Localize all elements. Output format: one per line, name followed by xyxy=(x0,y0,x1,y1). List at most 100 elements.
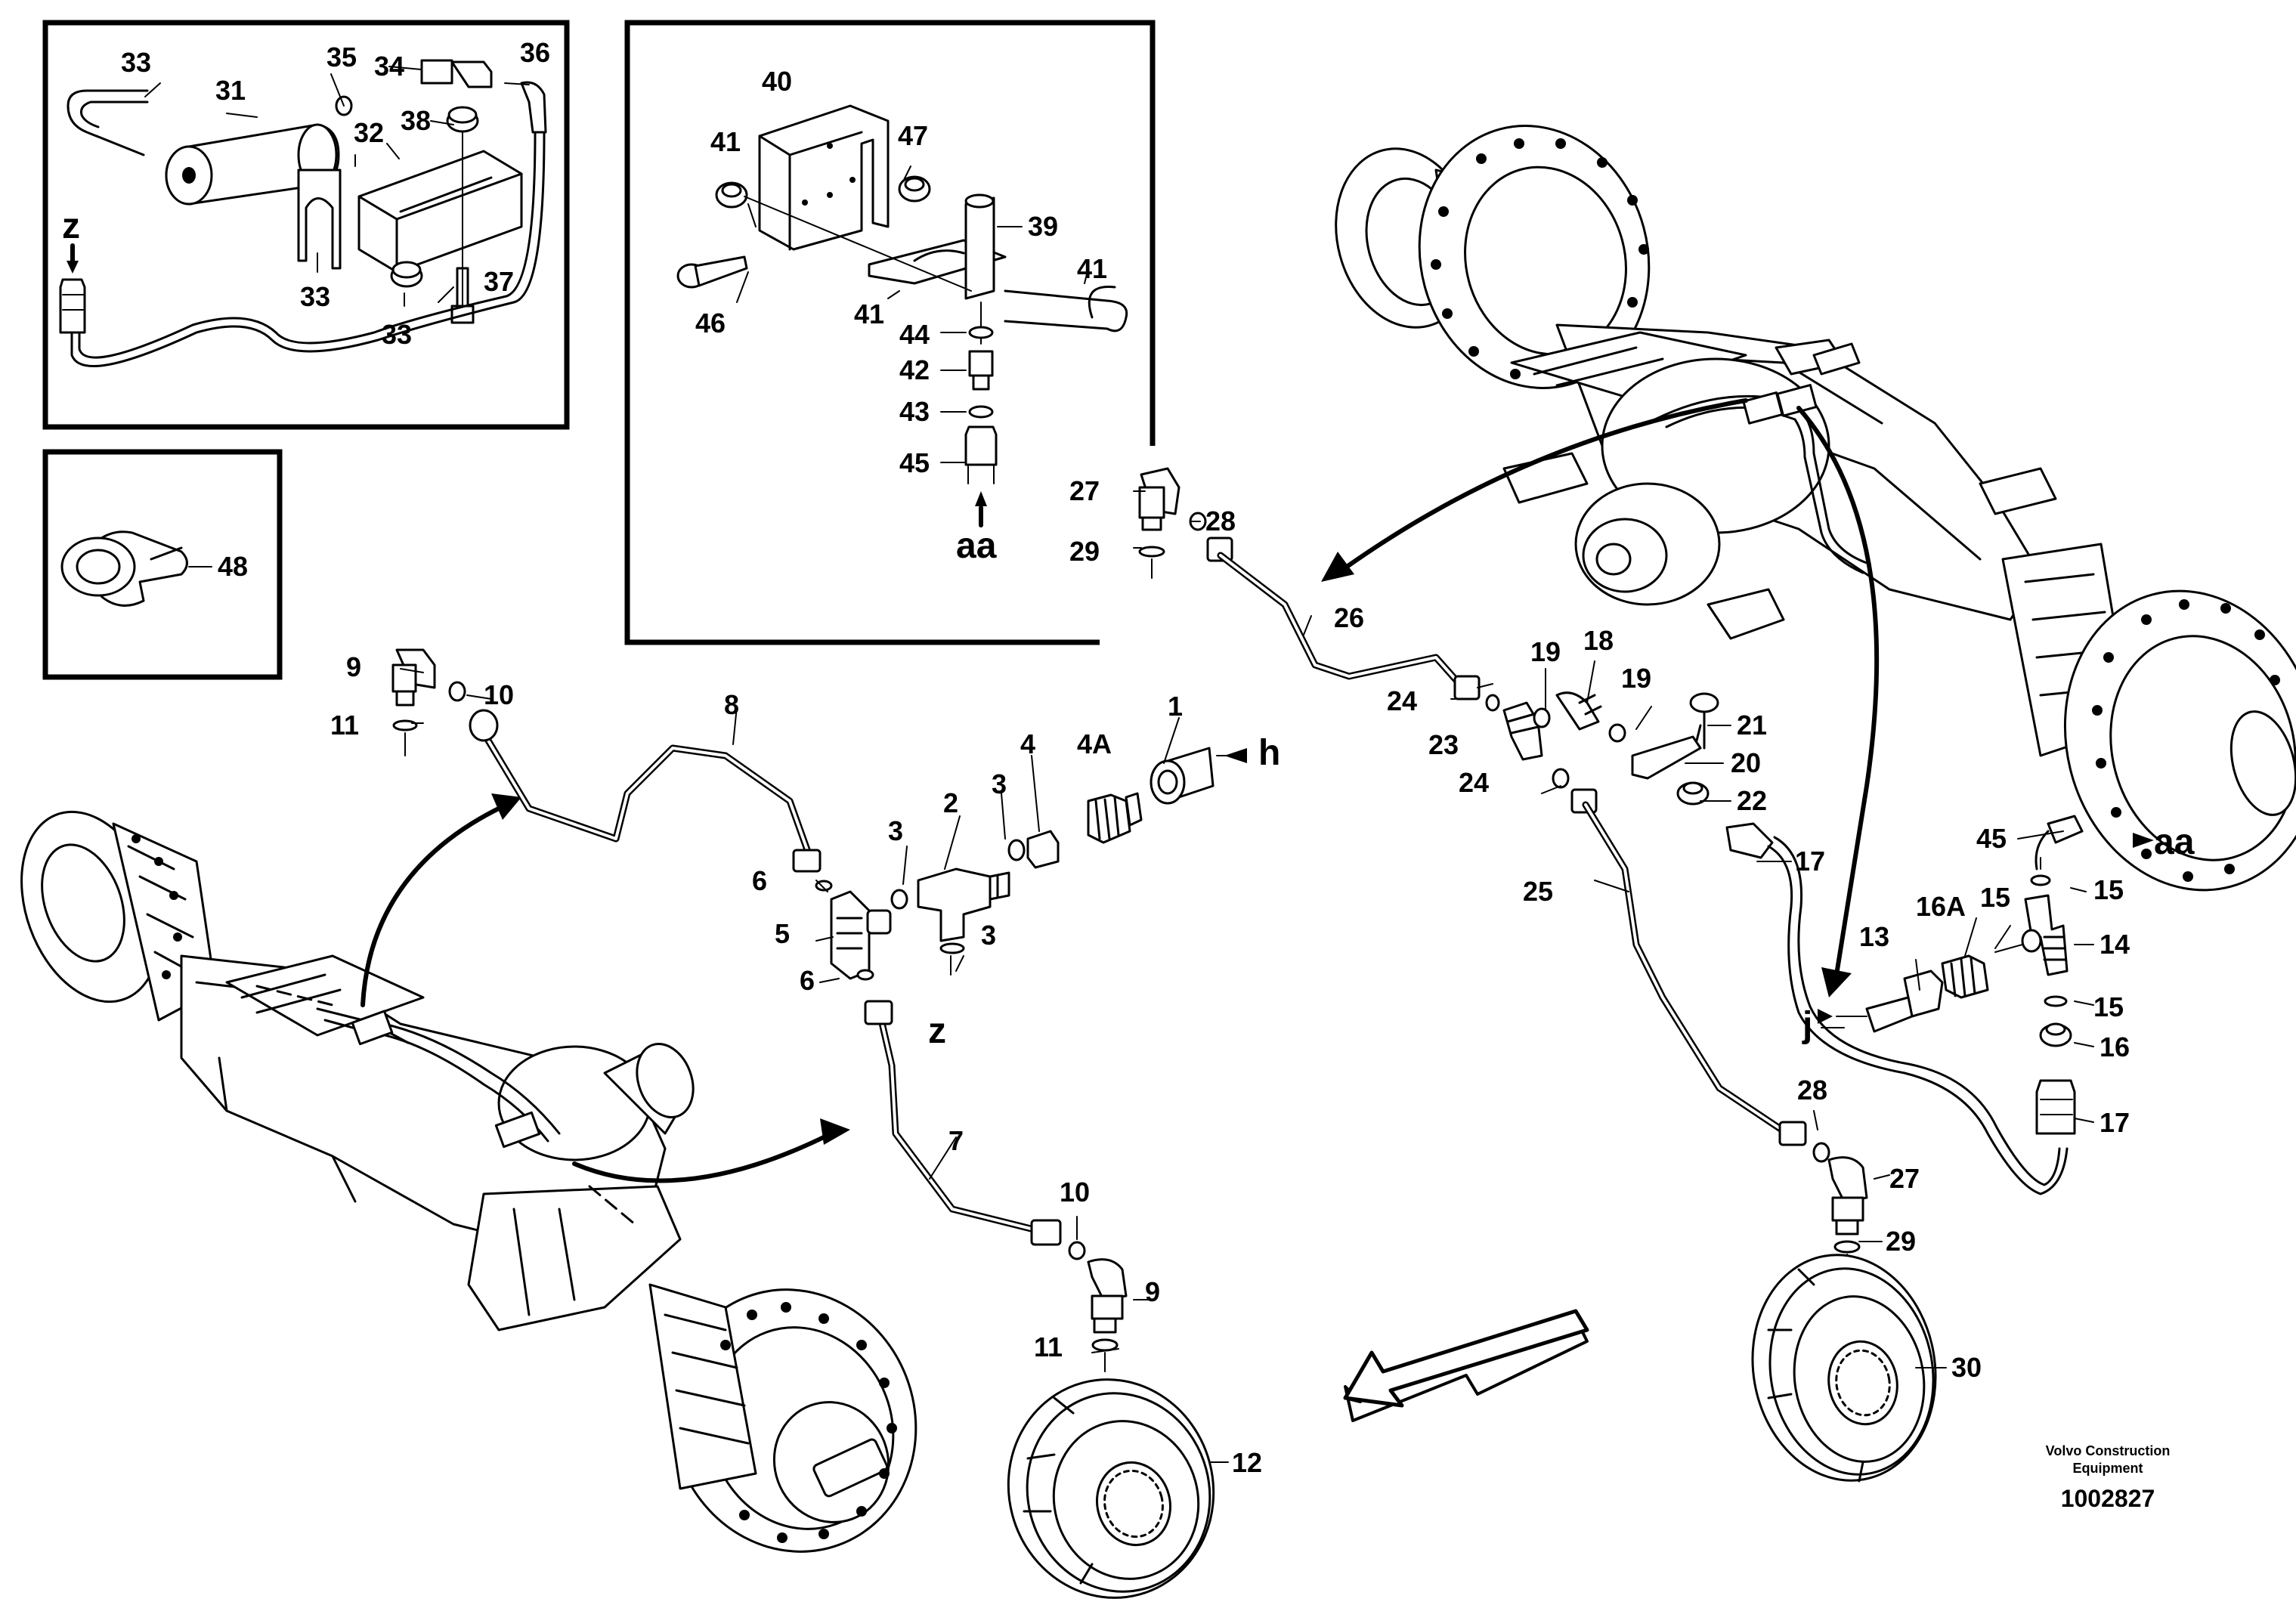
callout-17-top: 17 xyxy=(1795,846,1825,877)
callout-45: 45 xyxy=(1976,823,2007,854)
callout-20: 20 xyxy=(1731,747,1761,778)
callout-15-bottom: 15 xyxy=(2093,991,2124,1022)
callout-2: 2 xyxy=(943,787,958,818)
detail-clip-parts xyxy=(60,530,212,607)
callout-11-top: 11 xyxy=(330,710,359,741)
mark-z: z xyxy=(928,1011,946,1051)
callout-5: 5 xyxy=(775,918,790,949)
callout-9-top: 9 xyxy=(346,651,361,682)
arrow-aa-pointer xyxy=(2133,833,2154,848)
callout-42: 42 xyxy=(899,354,930,385)
callout-27-top: 27 xyxy=(1069,475,1100,506)
callout-24-bottom: 24 xyxy=(1459,767,1489,798)
callout-6-bottom: 6 xyxy=(800,965,815,996)
callout-15-mid: 15 xyxy=(1980,882,2010,913)
callout-41-plate: 41 xyxy=(854,298,884,329)
brand-line-1: Volvo Construction xyxy=(2046,1443,2171,1458)
mark-j: j xyxy=(1802,1005,1812,1045)
callout-10-bottom: 10 xyxy=(1060,1177,1090,1208)
callout-13: 13 xyxy=(1859,921,1889,952)
front-brake-disc xyxy=(1007,1378,1215,1599)
callout-35: 35 xyxy=(326,42,357,73)
callout-41-nut: 41 xyxy=(710,126,741,157)
detail-box-clip xyxy=(42,449,283,680)
rear-brake-disc xyxy=(1751,1254,1937,1483)
arrow-to-pipe-8 xyxy=(360,802,509,1007)
callout-4: 4 xyxy=(1020,728,1035,759)
callout-23: 23 xyxy=(1428,729,1459,760)
callout-21: 21 xyxy=(1737,710,1767,741)
arrowhead-7 xyxy=(820,1118,850,1145)
callout-33: 33 xyxy=(121,47,151,78)
callout-24-top: 24 xyxy=(1387,685,1417,716)
callout-29-top: 29 xyxy=(1069,536,1100,567)
callout-26: 26 xyxy=(1334,602,1364,633)
callout-40: 40 xyxy=(762,66,792,97)
brand-line-2: Equipment xyxy=(2073,1461,2143,1476)
arrow-to-pipe-7 xyxy=(572,1131,834,1183)
front-brake-piping xyxy=(391,648,1247,1372)
callout-36: 36 xyxy=(520,37,550,68)
direction-arrow-head xyxy=(1343,1309,1589,1408)
detail-box-z xyxy=(42,20,570,430)
document-number: 1002827 xyxy=(2061,1485,2155,1512)
callout-19-right: 19 xyxy=(1621,663,1651,694)
mark-aa-box: aa xyxy=(956,526,997,566)
callout-25: 25 xyxy=(1523,876,1553,907)
callout-8: 8 xyxy=(724,689,739,720)
callout-28-top: 28 xyxy=(1205,506,1236,537)
arrowhead-j xyxy=(1821,967,1852,997)
arrow-j-pointer xyxy=(1818,1009,1833,1024)
callout-31: 31 xyxy=(215,75,246,106)
callout-9-bottom: 9 xyxy=(1145,1276,1160,1307)
arrowhead-8 xyxy=(491,793,521,820)
callout-45-box: 45 xyxy=(899,447,930,478)
callout-19-left: 19 xyxy=(1530,636,1561,667)
callout-11-bottom: 11 xyxy=(1034,1331,1063,1362)
callout-34: 34 xyxy=(374,51,404,82)
callout-6-top: 6 xyxy=(752,865,767,896)
callout-4A: 4A xyxy=(1077,728,1112,759)
detail-box-aa xyxy=(624,20,1156,645)
rear-brake-piping xyxy=(1138,467,2084,1274)
callout-46: 46 xyxy=(695,308,726,339)
callout-30: 30 xyxy=(1951,1352,1982,1383)
callout-12: 12 xyxy=(1232,1447,1262,1478)
callout-7: 7 xyxy=(948,1125,964,1156)
callout-17-bottom: 17 xyxy=(2100,1107,2130,1138)
callout-16: 16 xyxy=(2100,1031,2130,1062)
rear-axle xyxy=(1335,125,2296,892)
arrow-to-j xyxy=(1796,406,1880,977)
mark-h: h xyxy=(1258,733,1280,773)
callout-1: 1 xyxy=(1168,691,1183,722)
mark-z-box: z xyxy=(62,206,80,246)
mark-aa: aa xyxy=(2154,822,2195,862)
callout-29-bottom: 29 xyxy=(1886,1226,1916,1257)
detail-aa-parts xyxy=(676,104,1128,527)
front-axle xyxy=(20,810,917,1553)
detail-z-parts xyxy=(59,59,547,368)
callout-39: 39 xyxy=(1028,211,1058,242)
callout-3-bottom: 3 xyxy=(981,920,996,951)
callout-14: 14 xyxy=(2100,929,2130,960)
callout-3-left: 3 xyxy=(888,815,903,846)
callout-47: 47 xyxy=(898,120,928,151)
callout-38: 38 xyxy=(401,105,431,136)
callout-labels: 33 31 35 34 36 32 38 37 33 33 z 40 41 47… xyxy=(62,37,2195,1478)
callout-37: 37 xyxy=(484,266,514,297)
callout-27-bottom: 27 xyxy=(1889,1163,1920,1194)
callout-16A: 16A xyxy=(1916,891,1966,922)
callout-10-top: 10 xyxy=(484,679,514,710)
leader-lines xyxy=(400,490,2094,1463)
callout-48: 48 xyxy=(218,551,248,582)
callout-32: 32 xyxy=(354,117,384,148)
callout-28-bottom: 28 xyxy=(1797,1075,1827,1106)
callout-3-right: 3 xyxy=(992,768,1007,799)
callout-33-nut: 33 xyxy=(382,319,412,350)
callout-41-ubolt: 41 xyxy=(1077,253,1107,284)
callout-22: 22 xyxy=(1737,785,1767,816)
callout-43: 43 xyxy=(899,396,930,427)
arrow-to-pipe-26 xyxy=(1339,398,1748,573)
callout-44: 44 xyxy=(899,319,930,350)
